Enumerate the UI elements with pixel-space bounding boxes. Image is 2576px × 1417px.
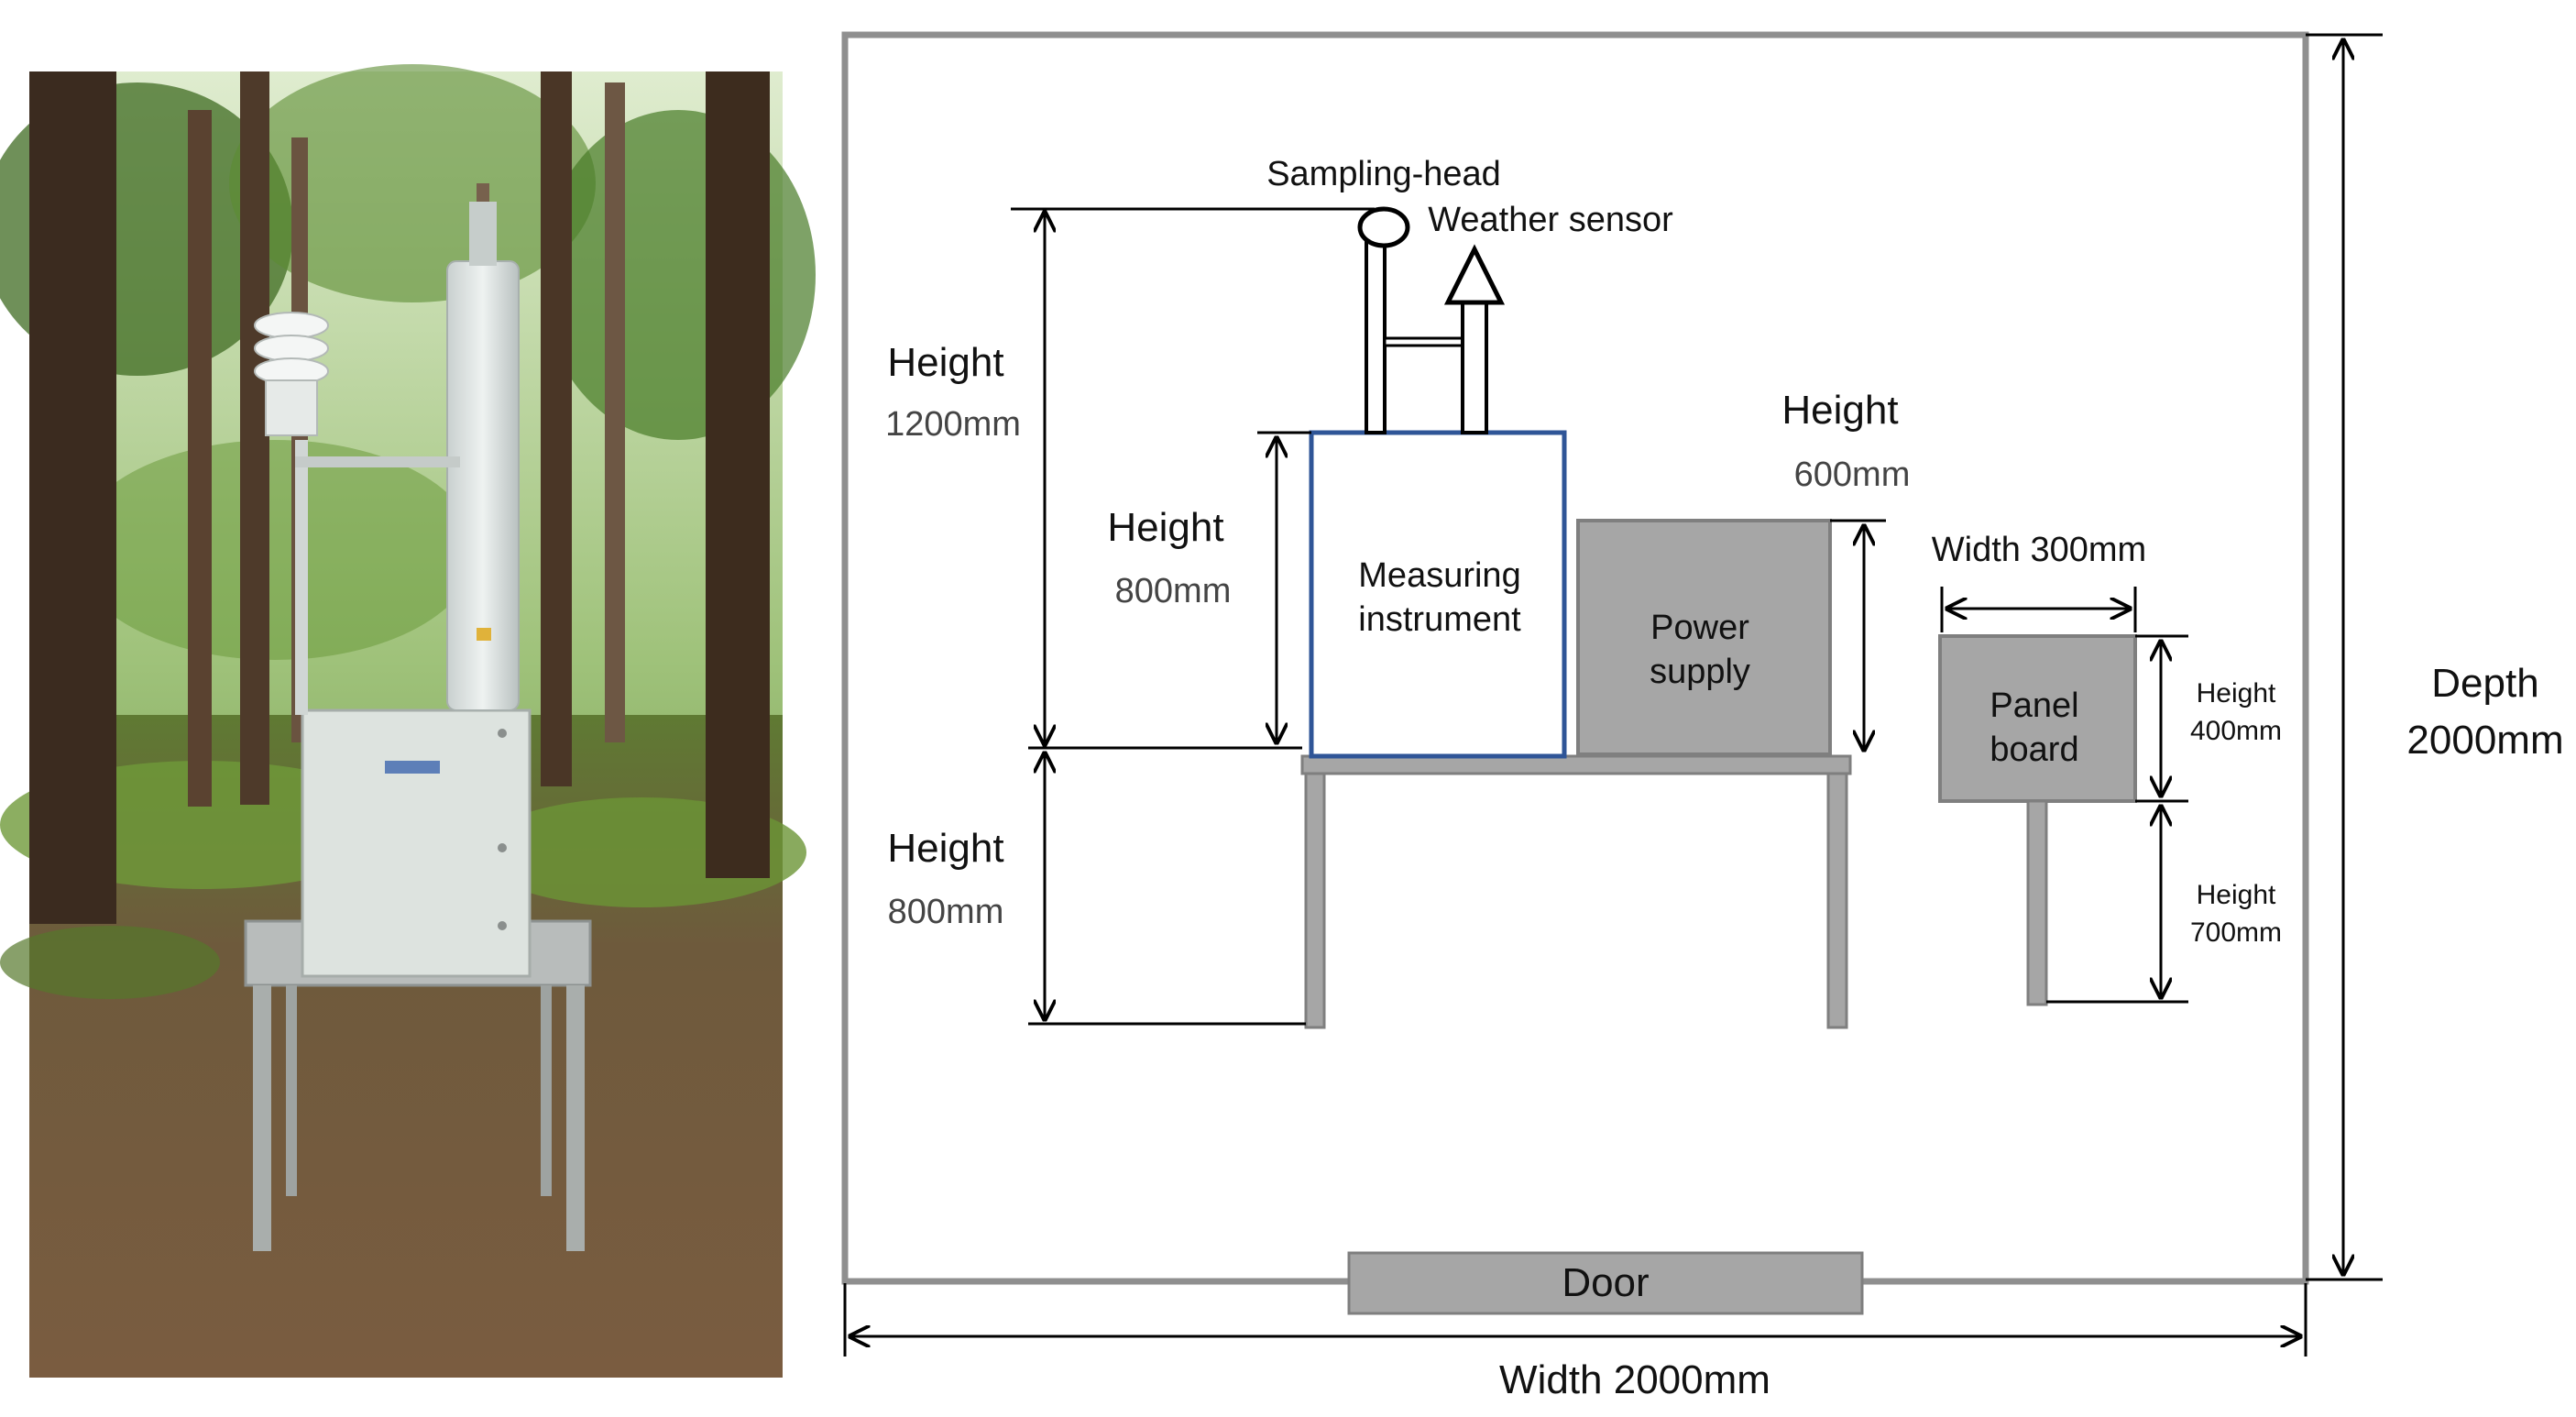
power-label-line2: supply — [1650, 653, 1750, 691]
panel-label-line1: Panel — [1990, 687, 2078, 725]
power-supply-box — [1576, 519, 1832, 756]
height-600-title: Height — [1781, 388, 1898, 433]
tree-trunk — [29, 71, 116, 924]
forest-photo — [0, 64, 816, 1378]
tree-trunk — [706, 71, 770, 878]
width-300-label: Width 300mm — [1932, 531, 2146, 569]
measuring-label-line2: instrument — [1358, 600, 1521, 639]
panel-board-post — [2026, 799, 2048, 1006]
height-800-table-title: Height — [887, 826, 1003, 871]
door-label: Door — [1562, 1260, 1649, 1305]
height-800-instrument-value: 800mm — [1115, 572, 1232, 610]
tree-trunk — [605, 82, 625, 742]
sampler-column — [446, 260, 520, 711]
sensor-arm — [295, 456, 460, 467]
height-600-value: 600mm — [1794, 456, 1911, 494]
sensor-mast — [295, 440, 308, 715]
grass-patch — [0, 926, 220, 999]
tree-trunk — [240, 71, 269, 805]
sampling-head-icon — [1357, 206, 1410, 434]
height-700-title: Height — [2197, 880, 2276, 910]
stand-leg — [566, 985, 585, 1251]
enclosure-logo — [385, 761, 440, 774]
depth-value: 2000mm — [2406, 718, 2563, 763]
depth-title: Depth — [2431, 661, 2538, 706]
measuring-instrument-box — [1309, 430, 1567, 759]
stand-leg — [253, 985, 271, 1251]
height-800-instrument-title: Height — [1107, 505, 1223, 550]
connector-bar — [1383, 336, 1464, 347]
panel-label-line2: board — [1990, 730, 2078, 769]
foliage — [73, 440, 477, 660]
door — [1347, 1251, 1864, 1315]
panel-board-box — [1938, 634, 2137, 803]
weather-sensor-icon — [254, 312, 329, 436]
height-1200-value: 1200mm — [885, 405, 1021, 444]
foliage — [541, 110, 816, 440]
table-leg-right — [1826, 772, 1848, 1029]
foliage — [229, 64, 596, 302]
tree-trunk — [188, 110, 212, 807]
enclosure-latch — [498, 843, 507, 852]
sampling-head-label: Sampling-head — [1266, 155, 1501, 193]
power-label-line1: Power — [1650, 609, 1749, 647]
enclosure-latch — [498, 921, 507, 930]
stand-leg — [286, 985, 297, 1196]
dimension-lines — [843, 33, 2383, 1357]
warning-label — [477, 628, 491, 641]
weather-sensor-label: Weather sensor — [1428, 201, 1673, 239]
height-700-value: 700mm — [2190, 917, 2282, 948]
instrument-enclosure — [301, 708, 532, 978]
height-1200-title: Height — [887, 340, 1003, 385]
table-leg-left — [1304, 772, 1326, 1029]
height-400-value: 400mm — [2190, 716, 2282, 746]
measuring-label-line1: Measuring — [1358, 556, 1520, 595]
height-800-table-value: 800mm — [888, 893, 1004, 931]
width-total-label: Width 2000mm — [1499, 1357, 1770, 1402]
sampler-inlet — [469, 202, 497, 266]
table-top — [1300, 754, 1852, 775]
height-400-title: Height — [2197, 678, 2276, 708]
stand-leg — [541, 985, 552, 1196]
enclosure-latch — [498, 729, 507, 738]
tree-trunk — [541, 71, 572, 786]
weather-sensor-arrow-icon — [1443, 244, 1506, 434]
